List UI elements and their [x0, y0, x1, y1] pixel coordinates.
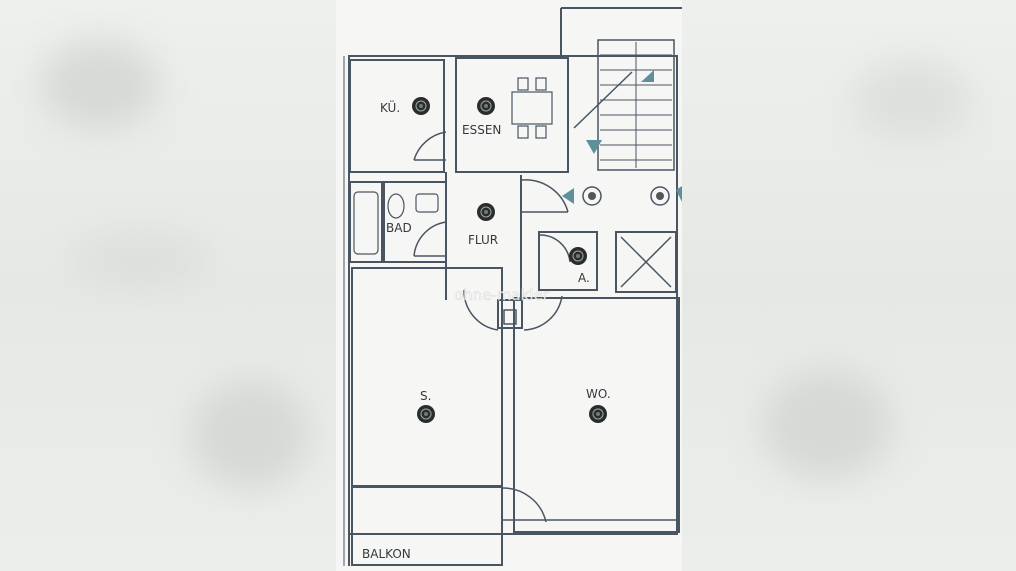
ceiling-light-icon [588, 404, 608, 424]
ceiling-light-icon [568, 246, 588, 266]
bath-door-swing [413, 221, 447, 257]
ceiling-light-icon [416, 404, 436, 424]
dining-table [511, 77, 553, 139]
entrance-door-swing [521, 179, 569, 213]
blurred-background-right [682, 0, 1016, 571]
wall-lights-icon [582, 186, 670, 206]
bedroom-door-swing [463, 289, 499, 331]
floorplan-image: KÜ. ESSEN BAD FLUR A. S. WO. BALKON ohne… [336, 0, 682, 571]
room-label-hall: FLUR [468, 233, 498, 247]
room-label-bedroom: S. [420, 389, 431, 403]
room-label-balcony: BALKON [362, 547, 411, 561]
watermark-text: ohne-makler [454, 286, 550, 304]
staircase-arrow-icon [562, 70, 682, 204]
ceiling-light-icon [476, 96, 496, 116]
living-door-swing [523, 295, 563, 331]
room-label-storage: A. [578, 271, 590, 285]
room-label-dining: ESSEN [462, 123, 501, 137]
blurred-background-left [0, 0, 336, 571]
ceiling-light-icon [411, 96, 431, 116]
room-label-kitchen: KÜ. [380, 99, 400, 115]
room-label-living: WO. [586, 387, 611, 401]
room-label-bath: BAD [386, 221, 412, 235]
balcony-door-swing [501, 487, 547, 523]
kitchen-door-swing [413, 131, 447, 161]
bath-fixtures [353, 191, 439, 255]
floorplan-drawing: KÜ. ESSEN BAD FLUR A. S. WO. BALKON ohne… [343, 7, 682, 566]
ceiling-light-icon [476, 202, 496, 222]
